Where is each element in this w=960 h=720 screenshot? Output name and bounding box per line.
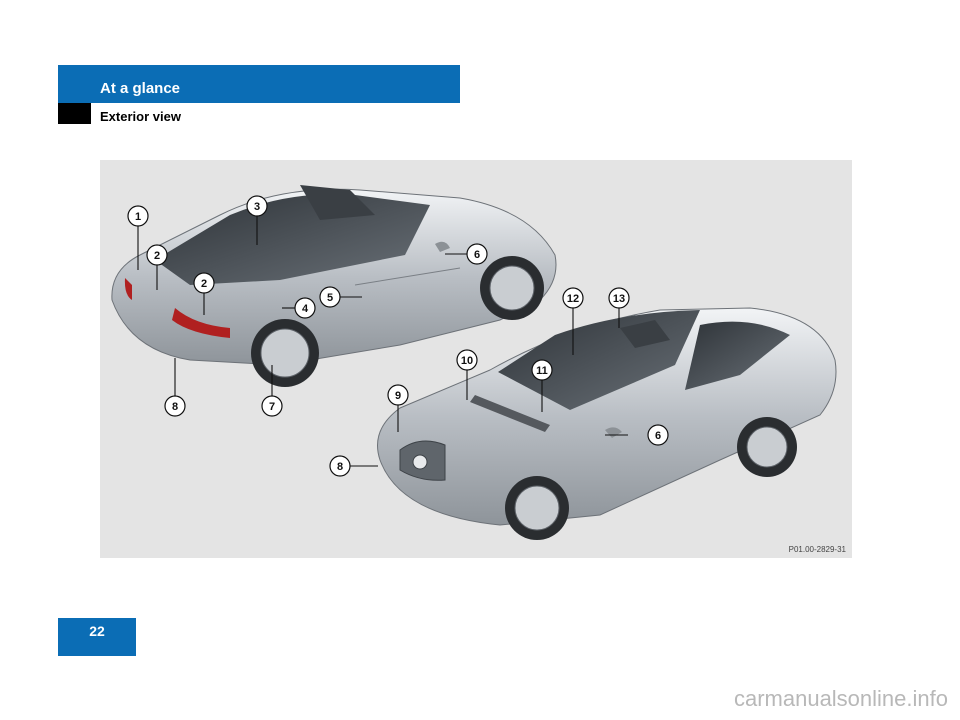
svg-text:11: 11 [536, 365, 548, 377]
page-number: 22 [89, 623, 105, 639]
svg-text:2: 2 [201, 278, 207, 290]
section-marker [58, 103, 91, 124]
svg-text:13: 13 [613, 293, 625, 305]
callout-10 [456, 349, 478, 371]
svg-text:8: 8 [337, 461, 343, 473]
watermark-text: carmanualsonline.info [733, 686, 948, 711]
svg-text:9: 9 [395, 390, 401, 402]
callout-1 [127, 205, 149, 227]
callout-13 [608, 287, 630, 309]
car-illustration: 1 2 2 3 4 5 6 7 8 6 8 9 10 [111, 185, 837, 540]
callout-6-rear [466, 243, 488, 265]
rear-view-car [111, 185, 557, 387]
callout-4 [294, 297, 316, 319]
section-header-bar: At a glance [58, 65, 460, 103]
callout-2a [146, 244, 168, 266]
svg-text:7: 7 [269, 401, 275, 413]
svg-text:1: 1 [135, 211, 141, 223]
callout-8-rear [164, 395, 186, 417]
callout-7 [261, 395, 283, 417]
exterior-view-illustration: 1 2 2 3 4 5 6 7 8 6 8 9 10 [100, 160, 852, 558]
svg-text:8: 8 [172, 401, 178, 413]
page-subtitle: Exterior view [100, 109, 181, 124]
svg-text:6: 6 [655, 430, 661, 442]
callout-8-front [329, 455, 351, 477]
callout-12 [562, 287, 584, 309]
callout-2b [193, 272, 215, 294]
svg-text:3: 3 [254, 201, 260, 213]
callout-group-rear: 1 2 2 3 4 5 6 7 8 [127, 195, 488, 417]
svg-text:12: 12 [567, 293, 579, 305]
figure-reference-code: P01.00-2829-31 [788, 545, 846, 554]
callout-group-front: 6 8 9 10 11 12 13 [329, 287, 669, 477]
svg-text:5: 5 [327, 292, 333, 304]
section-title: At a glance [100, 80, 181, 97]
svg-text:2: 2 [154, 250, 160, 262]
callout-5 [319, 286, 341, 308]
page-number-box: 22 [58, 618, 136, 656]
callout-11 [531, 359, 553, 381]
callout-6-front [647, 424, 669, 446]
svg-text:6: 6 [474, 249, 480, 261]
front-view-car [377, 307, 837, 540]
svg-text:4: 4 [302, 303, 309, 315]
callout-3 [246, 195, 268, 217]
callout-9 [387, 384, 409, 406]
svg-text:10: 10 [461, 355, 473, 367]
